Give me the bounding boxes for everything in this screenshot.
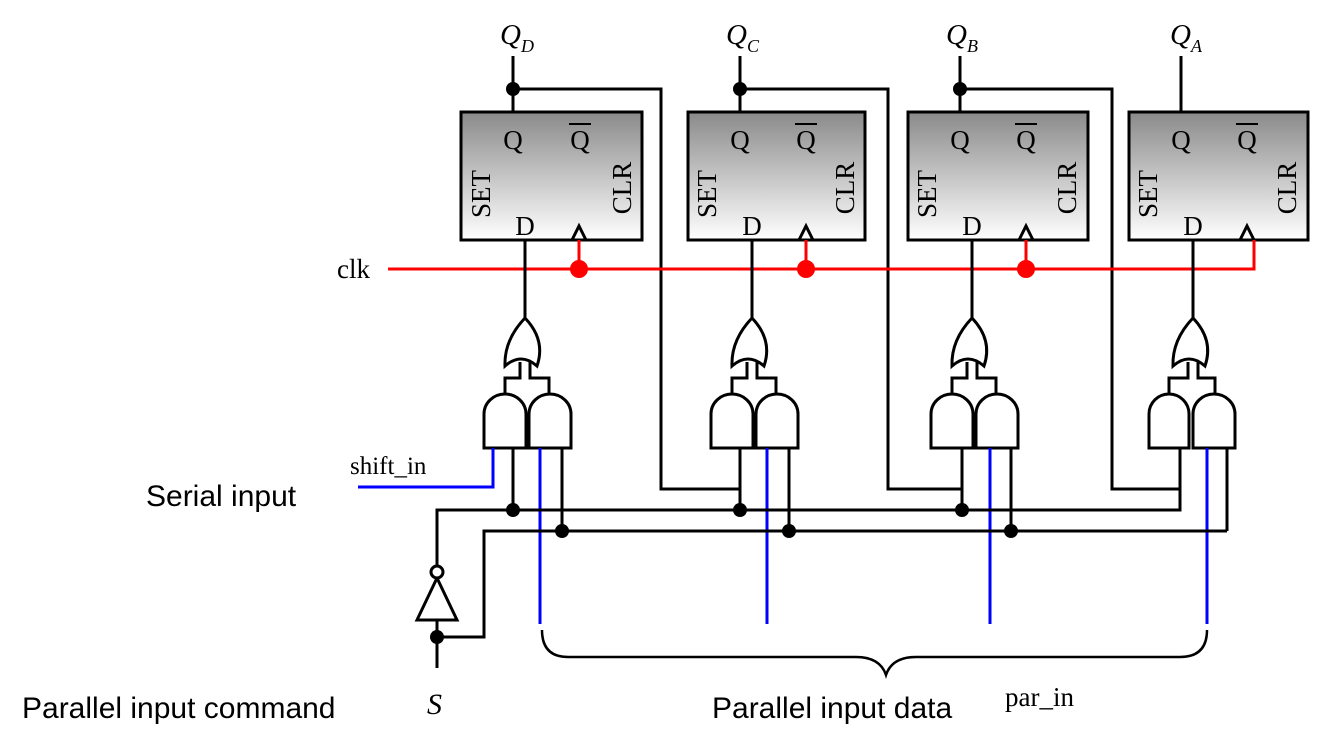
s-variable: S xyxy=(427,688,442,721)
flipflop-c: Q Q SET CLR D xyxy=(686,110,867,242)
ff-qbar-pin: Q xyxy=(1237,125,1257,155)
or-gate xyxy=(950,315,989,370)
ff-set-pin: SET xyxy=(1133,169,1163,218)
parallel-data-brace xyxy=(540,629,1209,679)
clock-line: clk xyxy=(337,240,1256,284)
or-gate xyxy=(1171,315,1210,370)
and-gate xyxy=(1191,392,1237,450)
gate-stage-2 xyxy=(709,240,800,624)
and-gate xyxy=(754,392,800,450)
gate-stage-3 xyxy=(929,240,1020,624)
ff-q-pin: Q xyxy=(1171,125,1191,155)
control-bus xyxy=(430,489,1227,668)
and-gate xyxy=(709,392,755,450)
or-gate xyxy=(730,315,769,370)
flipflop-a: Q Q SET CLR D xyxy=(1127,110,1310,242)
ff-qbar-pin: Q xyxy=(796,125,816,155)
flipflop-b: Q Q SET CLR D xyxy=(906,110,1090,242)
parallel-data-label: Parallel input data xyxy=(712,692,952,725)
ff-d-pin: D xyxy=(1183,211,1203,241)
flipflop-d: Q Q SET CLR D xyxy=(459,110,644,242)
ff-qbar-pin: Q xyxy=(570,125,590,155)
ff-d-pin: D xyxy=(515,211,535,241)
and-gate xyxy=(482,392,528,450)
not-gate xyxy=(414,564,460,622)
and-gate xyxy=(974,392,1020,450)
ff-qbar-pin: Q xyxy=(1016,125,1036,155)
and-gate xyxy=(929,392,975,450)
clk-label: clk xyxy=(337,254,370,284)
par-in-label: par_in xyxy=(1005,682,1074,712)
ff-d-pin: D xyxy=(962,211,982,241)
ff-clr-pin: CLR xyxy=(607,162,637,215)
shift-in-label: shift_in xyxy=(350,453,427,480)
feedback-wires xyxy=(506,56,1183,491)
ff-clr-pin: CLR xyxy=(1052,162,1082,215)
ff-q-pin: Q xyxy=(730,125,750,155)
ff-d-pin: D xyxy=(742,211,762,241)
ff-q-pin: Q xyxy=(503,125,523,155)
and-gate xyxy=(1147,392,1191,450)
output-label-qa: QA xyxy=(1170,19,1203,56)
output-label-qd: QD xyxy=(500,19,534,56)
or-gate xyxy=(503,315,542,370)
parallel-command-label: Parallel input command xyxy=(22,692,336,725)
ff-set-pin: SET xyxy=(912,169,942,218)
ff-q-pin: Q xyxy=(950,125,970,155)
gate-stage-4 xyxy=(1147,240,1237,624)
serial-input-label: Serial input xyxy=(146,480,297,513)
and-gate xyxy=(527,392,573,450)
output-label-qc: QC xyxy=(726,19,760,56)
ff-clr-pin: CLR xyxy=(1272,162,1302,215)
gate-stage-1 xyxy=(358,240,573,624)
ff-set-pin: SET xyxy=(466,169,496,218)
ff-clr-pin: CLR xyxy=(830,162,860,215)
output-label-qb: QB xyxy=(946,19,978,56)
ff-set-pin: SET xyxy=(692,169,722,218)
